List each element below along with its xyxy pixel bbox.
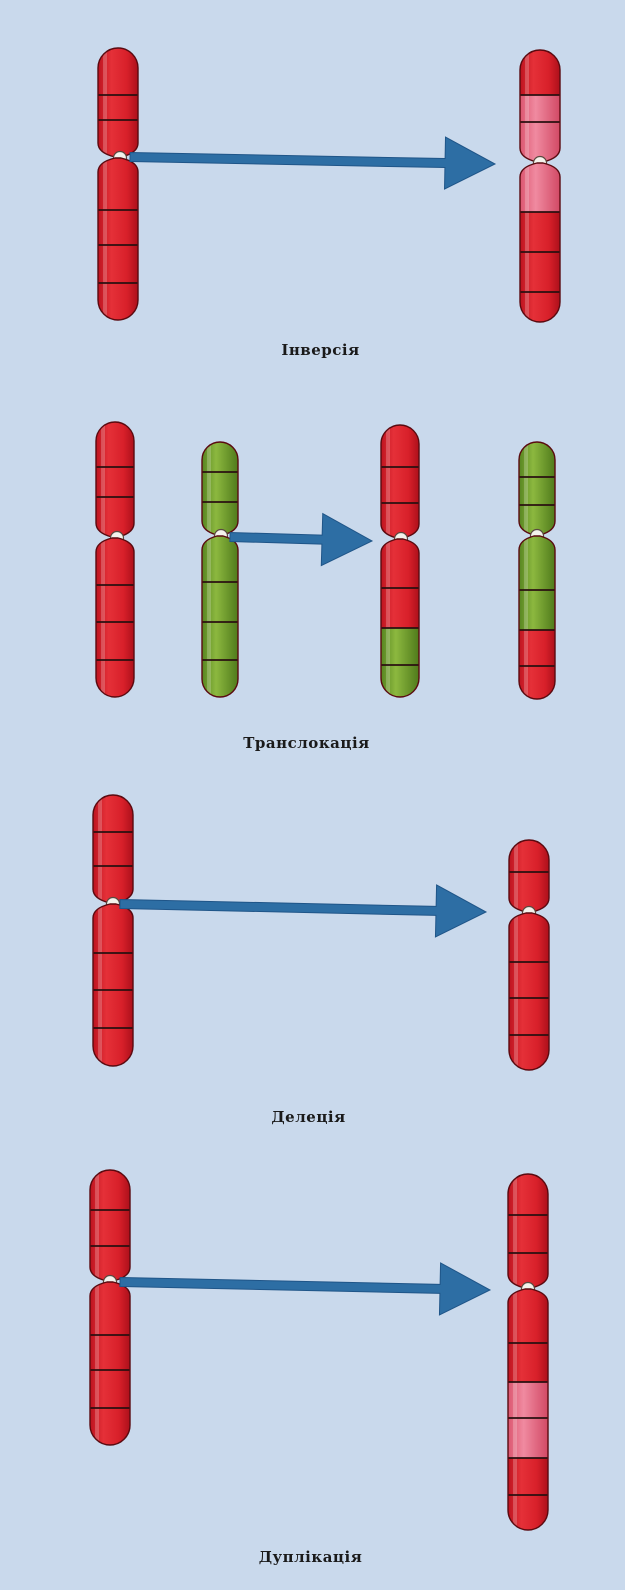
del-left-q-arm	[91, 895, 135, 1075]
dup-left-q-arm-segment	[88, 1275, 132, 1455]
trans-out-red-p-arm-highlight	[386, 425, 390, 538]
inv-right-p-arm-segment	[518, 40, 562, 95]
trans-out-red-q-arm-segment	[379, 628, 421, 705]
trans-green-q-arm	[200, 530, 240, 705]
inv-left-q-arm-highlight	[103, 158, 107, 320]
del-right-q-arm-highlight	[514, 913, 518, 1070]
dup-right-q-arm-segment	[506, 1458, 550, 1540]
deletion-arrow	[120, 885, 486, 937]
inv-left-q-arm	[96, 150, 140, 330]
inversion-arrow-shape	[130, 137, 495, 189]
trans-red-p-arm	[94, 415, 136, 545]
dup-left-p-arm-segment	[88, 1160, 132, 1290]
trans-out-green-q-arm	[517, 530, 557, 705]
duplication-label: Дуплікація	[0, 1548, 623, 1566]
dup-right-q-arm-segment	[506, 1382, 550, 1458]
trans-red-q-arm-segment	[94, 530, 136, 705]
dup-right-p-arm-segment	[506, 1165, 550, 1295]
dup-right-p-arm	[506, 1165, 550, 1295]
translocation-label: Транслокація	[0, 734, 619, 752]
duplication-arrow-shape	[120, 1263, 490, 1315]
del-left-p-arm-segment	[91, 785, 135, 910]
dup-left-p-arm-highlight	[95, 1170, 99, 1281]
trans-green-p-arm-segment	[200, 435, 240, 545]
inv-right-p-arm-segment	[518, 95, 562, 162]
del-left-p-arm	[91, 785, 135, 910]
del-left-q-arm-segment	[91, 895, 135, 1075]
del-right-p-arm-highlight	[514, 840, 518, 912]
trans-green-q-arm-segment	[200, 530, 240, 705]
del-left-p-arm-highlight	[98, 795, 102, 903]
translocation-arrow	[230, 514, 372, 566]
trans-out-green-p-arm	[517, 435, 557, 545]
trans-red-q-arm-highlight	[101, 538, 105, 697]
dup-right-q-arm-highlight	[513, 1289, 517, 1530]
dup-right-q-arm	[506, 1280, 550, 1540]
inversion-arrow	[130, 137, 495, 189]
inv-left-p-arm-highlight	[103, 48, 107, 157]
translocation-arrow-shape	[230, 514, 372, 566]
trans-out-green-p-arm-segment	[517, 435, 557, 545]
trans-out-green-q-arm-segment	[517, 630, 557, 705]
del-right-q-arm	[507, 905, 551, 1080]
del-right-q-arm-segment	[507, 905, 551, 1080]
inv-right-p-arm	[518, 40, 562, 162]
trans-out-green-q-arm-highlight	[524, 536, 528, 699]
inv-right-q-arm-highlight	[525, 163, 529, 322]
inv-left-q-arm-segment	[96, 150, 140, 330]
inv-left-p-arm	[96, 40, 140, 170]
dup-left-p-arm	[88, 1160, 132, 1290]
trans-out-red-q-arm-highlight	[386, 539, 390, 697]
trans-red-q-arm	[94, 530, 136, 705]
trans-green-q-arm-highlight	[207, 536, 211, 697]
trans-out-red-q-arm	[379, 530, 421, 705]
inv-left-p-arm-segment	[96, 40, 140, 170]
trans-red-p-arm-highlight	[101, 422, 105, 537]
trans-out-red-p-arm-segment	[379, 415, 421, 545]
duplication-arrow	[120, 1263, 490, 1315]
dup-right-q-arm-segment	[506, 1280, 550, 1382]
dup-left-q-arm-highlight	[95, 1282, 99, 1445]
del-left-q-arm-highlight	[98, 904, 102, 1066]
trans-green-p-arm-highlight	[207, 442, 211, 535]
trans-out-red-p-arm	[379, 415, 421, 545]
dup-right-p-arm-highlight	[513, 1174, 517, 1288]
inv-right-p-arm-highlight	[525, 50, 529, 162]
trans-red-p-arm-segment	[94, 415, 136, 545]
trans-out-green-q-arm-segment	[517, 530, 557, 630]
inversion-label: Інверсія	[8, 341, 625, 359]
dup-left-q-arm	[88, 1275, 132, 1455]
deletion-arrow-shape	[120, 885, 486, 937]
deletion-label: Делеція	[0, 1108, 621, 1126]
inv-right-q-arm-segment	[518, 212, 562, 330]
trans-green-p-arm	[200, 435, 240, 545]
inv-right-q-arm	[518, 150, 562, 330]
trans-out-green-p-arm-highlight	[524, 442, 528, 535]
